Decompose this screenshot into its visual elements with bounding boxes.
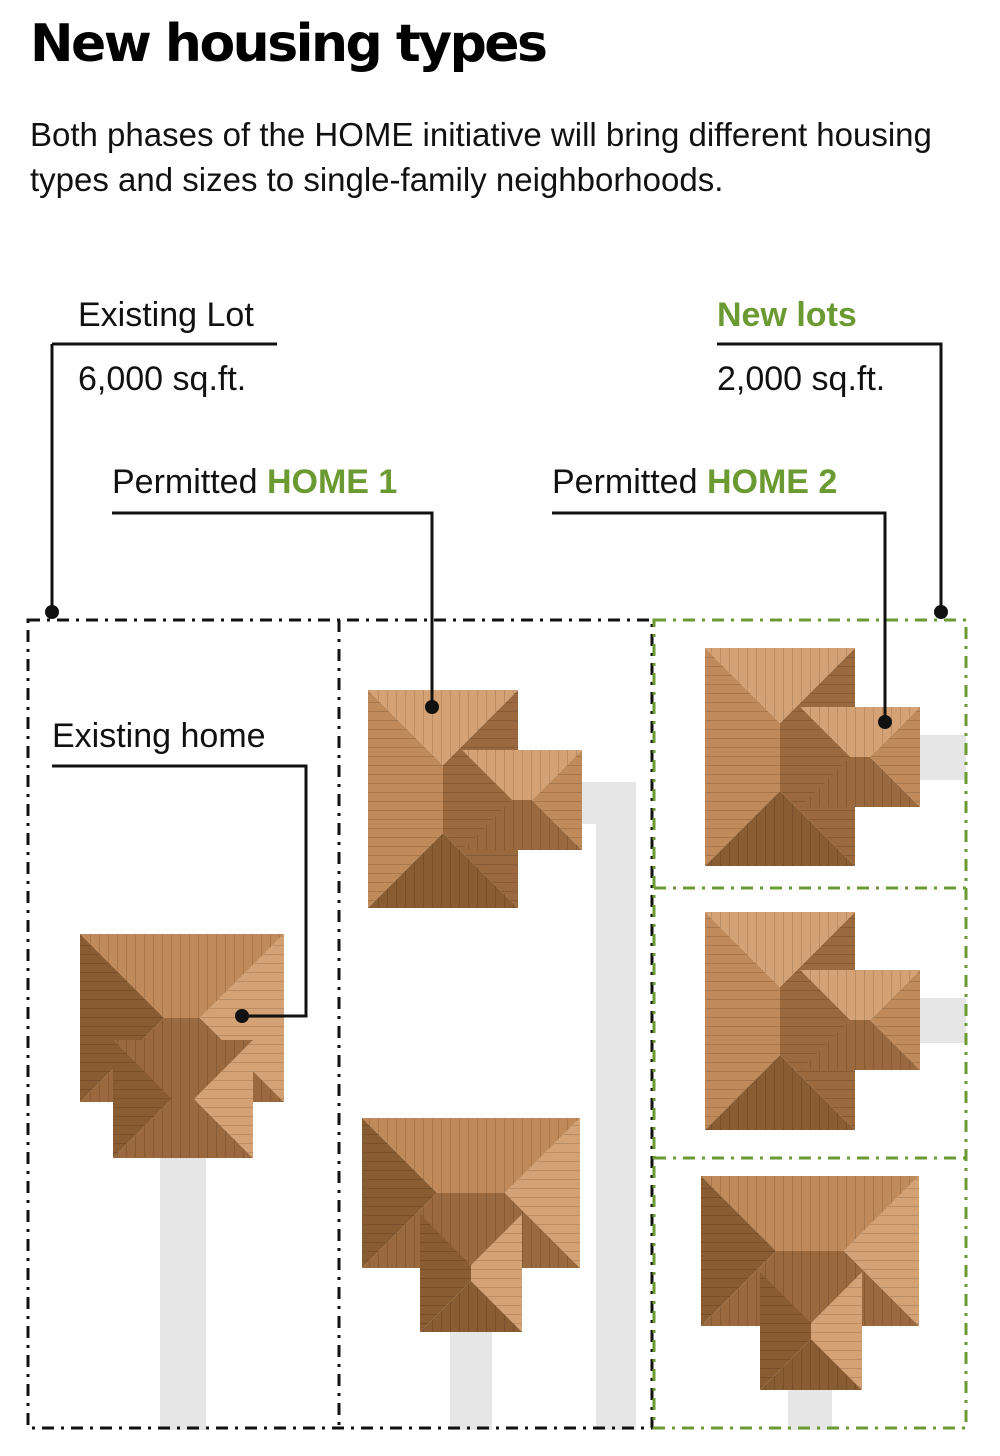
existing-home-leader: [52, 764, 308, 1018]
home2-leader: [552, 511, 887, 722]
home1-top-roof: [368, 690, 582, 908]
home2-middle-roof: [705, 912, 920, 1130]
driveway-home2-top: [918, 735, 966, 780]
new-lots-label: New lots: [717, 296, 857, 334]
existing-home-roof: [80, 934, 284, 1158]
home2-label-prefix: Permitted: [552, 463, 707, 501]
home1-label-prefix: Permitted: [112, 463, 267, 501]
lot-boundaries: [26, 618, 968, 1430]
existing-lot-size: 6,000 sq.ft.: [78, 360, 246, 398]
existing-home-dot: [235, 1009, 249, 1023]
callout-lines: [50, 342, 943, 1018]
existing-lot-dot: [45, 605, 59, 619]
home1-bottom-roof: [362, 1118, 580, 1332]
driveway-home1-front: [450, 1325, 492, 1430]
driveway-existing-home: [160, 1150, 206, 1430]
driveways: [160, 735, 966, 1430]
page-title: New housing types: [30, 14, 548, 74]
home1-label: Permitted HOME 1: [112, 463, 397, 501]
driveway-home1-rear: [596, 782, 636, 1430]
page-subtitle: Both phases of the HOME initiative will …: [30, 116, 932, 198]
new-lots-boundary: [652, 618, 968, 1430]
home1-leader: [112, 511, 434, 707]
driveway-home2-middle: [918, 998, 966, 1043]
home2-dot: [878, 715, 892, 729]
new-lots-leader: [717, 342, 943, 612]
callout-dots: [45, 605, 948, 1023]
home2-bottom-roof: [701, 1176, 919, 1390]
home1-label-name: HOME 1: [267, 463, 397, 501]
home1-dot: [425, 700, 439, 714]
new-lots-size: 2,000 sq.ft.: [717, 360, 885, 398]
home2-label: Permitted HOME 2: [552, 463, 837, 501]
houses: [80, 648, 920, 1390]
driveway-home1-rear-spur: [578, 782, 636, 824]
driveway-home2-bottom: [788, 1385, 832, 1430]
home2-top-roof: [705, 648, 920, 866]
existing-home-label: Existing home: [52, 717, 266, 755]
existing-lot-label: Existing Lot: [78, 296, 254, 334]
new-lots-dot: [934, 605, 948, 619]
home2-label-name: HOME 2: [707, 463, 837, 501]
